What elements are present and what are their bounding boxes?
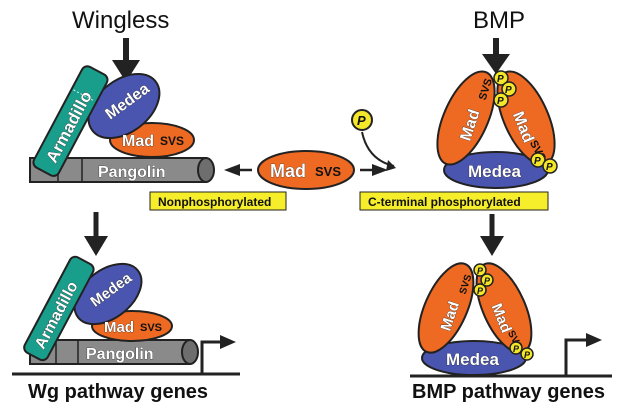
- c-terminal-phosphorylated-label: C-terminal phosphorylated: [368, 195, 521, 209]
- wg-complex-top: Armadillo Medea Mad SVS Pangolin: [29, 65, 215, 183]
- wingless-title: Wingless: [72, 7, 169, 34]
- svs-label-bottom: SVS: [140, 322, 162, 334]
- bmp-signal-arrow: [482, 38, 510, 74]
- phospho-top-cluster: P P P: [493, 70, 517, 108]
- bmp-medea-label-bottom: Medea: [446, 350, 499, 369]
- wg-dna: [12, 335, 240, 376]
- wg-pathway-genes-label: Wg pathway genes: [28, 381, 208, 403]
- phospho-label: P: [546, 162, 553, 173]
- svs-label: SVS: [160, 134, 184, 148]
- bmp-complex-top: Mad Mad SVS SVS Medea P P P P P: [436, 70, 558, 189]
- phospho-label: P: [497, 74, 504, 85]
- phospho-right-cluster: P P: [530, 152, 558, 174]
- nonphosphorylated-label: Nonphosphorylated: [158, 195, 271, 209]
- bmp-down-arrow: [480, 214, 504, 256]
- free-mad: Mad SVS: [257, 150, 355, 190]
- phospho-right-cluster-bottom: P P: [509, 341, 534, 361]
- phosphate-input: P: [351, 109, 396, 171]
- free-mad-svs-label: SVS: [315, 164, 341, 179]
- c-terminal-phosphorylated-box: C-terminal phosphorylated: [359, 191, 549, 211]
- to-nonphospho-arrow: [224, 164, 252, 176]
- phospho-label: P: [534, 156, 541, 167]
- phospho-label: P: [477, 286, 484, 296]
- bmp-dna: [410, 333, 612, 378]
- phospho-label: P: [513, 344, 520, 354]
- bmp-medea-label: Medea: [468, 162, 521, 181]
- to-phospho-arrow: [360, 164, 388, 176]
- wg-down-arrow: [84, 212, 108, 256]
- medea-protein-bottom: [73, 262, 143, 326]
- wingless-signal-arrow: [112, 38, 140, 82]
- pangolin-cylinder-bottom: [29, 339, 199, 365]
- phospho-label: P: [484, 276, 491, 286]
- bmp-complex-bottom: Mad Mad SVS SVS Medea P P P P P: [417, 262, 534, 376]
- mad-label-bottom: Mad: [104, 319, 134, 336]
- wg-complex-bottom: Armadillo Medea Mad SVS Pangolin: [23, 255, 199, 365]
- phosphate-input-label: P: [357, 113, 366, 128]
- free-mad-label: Mad: [270, 161, 306, 181]
- bmp-title: BMP: [473, 7, 525, 34]
- phospho-label: P: [505, 85, 512, 96]
- medea-protein: [87, 72, 161, 140]
- phospho-label: P: [524, 350, 531, 360]
- bmp-pathway-genes-label: BMP pathway genes: [412, 381, 605, 403]
- pangolin-label-bottom: Pangolin: [86, 346, 154, 363]
- phospho-top-cluster-bottom: P P P: [473, 263, 494, 297]
- mad-label: Mad: [122, 133, 154, 150]
- pangolin-label: Pangolin: [98, 164, 166, 181]
- nonphosphorylated-box: Nonphosphorylated: [149, 191, 287, 211]
- phospho-label: P: [497, 96, 504, 107]
- phospho-label: P: [477, 266, 484, 276]
